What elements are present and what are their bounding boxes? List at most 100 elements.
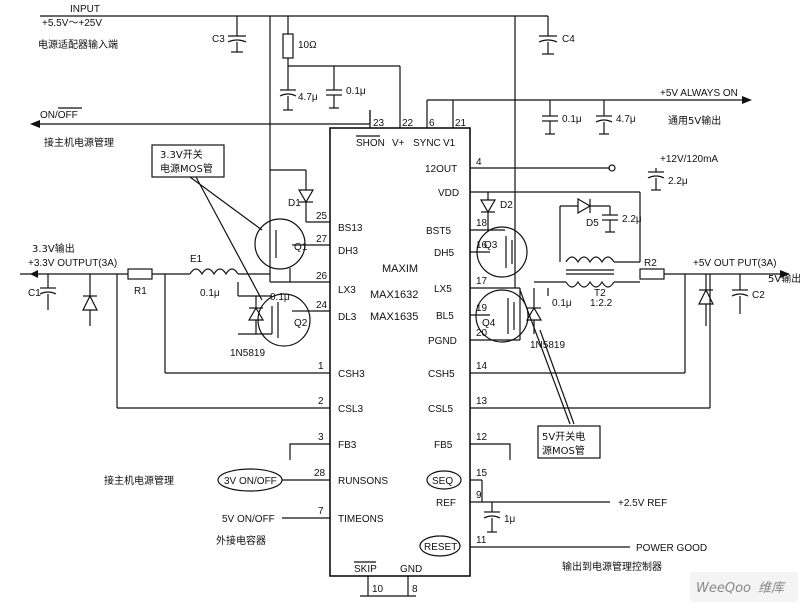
pin-num-20: 20 <box>476 328 488 339</box>
pin-num-6: 6 <box>429 118 435 129</box>
cap-01u-3: 0.1μ <box>270 292 290 303</box>
buck33-section: D1 Q1 Q2 1N5819 0.1μ E1 0. <box>20 169 315 408</box>
c4-label: C4 <box>562 34 575 45</box>
cap-22u-1: 2.2μ <box>668 176 688 187</box>
cap-47u-2: 4.7μ <box>616 114 636 125</box>
pin-name-ref: REF <box>436 498 456 509</box>
pin-num-21: 21 <box>455 118 467 129</box>
input-range: +5.5V～+25V <box>42 18 102 29</box>
mosfet-q3 <box>476 226 528 278</box>
diode-out5 <box>698 288 714 305</box>
pin-num-22: 22 <box>402 118 414 129</box>
out5-label: +5V OUT PUT(3A) <box>693 258 776 269</box>
pin-name-lx3: LX3 <box>338 285 356 296</box>
pin-name-vplus: V+ <box>392 138 405 149</box>
on-off-arrow-icon <box>30 120 40 128</box>
resistor-10ohm <box>282 33 294 59</box>
input-desc: 电源适配器输入端 <box>38 38 118 51</box>
timeons-input-label: 5V ON/OFF <box>222 514 275 525</box>
c1-label: C1 <box>28 288 41 299</box>
c2-label: C2 <box>752 290 765 301</box>
diode-1n5819-left <box>247 306 265 321</box>
c3-label: C3 <box>212 34 225 45</box>
bottom-left-notes: 接主机电源管理 3V ON/OFF 5V ON/OFF 外接电容器 <box>104 468 283 547</box>
pin-name-timeons: TIMEONS <box>338 514 384 525</box>
pin-name-csl5: CSL5 <box>428 404 453 415</box>
watermark-cn: 维库 <box>758 581 786 596</box>
pin-name-shon: SHON <box>356 138 385 149</box>
out12-terminal <box>608 164 616 172</box>
diode-1n5819-left-label: 1N5819 <box>230 348 265 359</box>
mosfet-q4 <box>475 289 529 343</box>
pin-num-2: 2 <box>318 396 324 407</box>
mos5-note-line2: 源MOS管 <box>542 444 585 457</box>
pin-num-26: 26 <box>316 271 328 282</box>
pin-name-v1: V1 <box>443 138 456 149</box>
mos5-note-box <box>537 425 601 459</box>
seq-pin-marker <box>426 470 462 490</box>
q1-label: Q1 <box>294 242 308 253</box>
out33-arrow-icon <box>30 270 38 278</box>
out33-cn-label: 3.3V输出 <box>32 242 75 255</box>
cap-1u: 1μ <box>504 514 516 525</box>
inductor-e1 <box>189 268 239 276</box>
pin-num-11: 11 <box>476 535 487 546</box>
chip-left-pins: 25 BS13 27 DH3 26 LX3 24 DL3 1 CSH3 2 CS… <box>117 211 388 525</box>
on-off-label: ON/OFF <box>40 110 78 121</box>
pin-name-fb3: FB3 <box>338 440 357 451</box>
power-good-label: POWER GOOD <box>636 543 707 554</box>
chip-part1: MAX1632 <box>370 289 418 301</box>
buck5-section: D2 D5 2.2μ Q3 Q4 1N5819 0.1μ <box>475 192 800 408</box>
pin-name-dl3: DL3 <box>338 312 357 323</box>
diode-d1 <box>297 189 315 204</box>
pin-num-7: 7 <box>318 506 324 517</box>
input-title: INPUT <box>70 4 100 15</box>
pin-name-gnd: GND <box>400 564 422 575</box>
pin-name-skip: SKIP <box>354 564 377 575</box>
pin-name-pgnd: PGND <box>428 336 457 347</box>
pin-name-csh5: CSH5 <box>428 369 455 380</box>
always-on-label: +5V ALWAYS ON <box>660 88 738 99</box>
pin-name-reset: RESET <box>424 542 457 553</box>
cap-01u-4: 0.1μ <box>200 288 220 299</box>
ref-label: +2.5V REF <box>618 498 667 509</box>
pin-num-8: 8 <box>412 584 418 595</box>
pin-name-dh5: DH5 <box>434 248 454 259</box>
cap-01u-5: 0.1μ <box>552 298 572 309</box>
q4-label: Q4 <box>482 318 496 329</box>
t2-label: T2 <box>594 288 606 299</box>
pin-num-18: 18 <box>476 218 488 229</box>
pin-name-vdd: VDD <box>438 188 459 199</box>
q3-label: Q3 <box>484 240 498 251</box>
cap-01u-1: 0.1μ <box>346 86 366 97</box>
runsons-input-bubble <box>217 468 283 492</box>
pin-num-28: 28 <box>314 468 326 479</box>
input-section: INPUT +5.5V～+25V 电源适配器输入端 C3 10Ω 4.7μ 0.… <box>38 4 575 252</box>
pin-num-4: 4 <box>476 157 482 168</box>
q2-label: Q2 <box>294 318 308 329</box>
pin-num-19: 19 <box>476 303 488 314</box>
chip-brand: MAXIM <box>382 263 418 275</box>
diode-out33 <box>82 294 98 311</box>
pin-name-seq: SEQ <box>432 476 453 487</box>
pin-name-bs13: BS13 <box>338 223 363 234</box>
r10-label: 10Ω <box>298 40 317 51</box>
resistor-r1 <box>127 268 153 280</box>
pin-num-23: 23 <box>373 118 385 129</box>
pin-num-13: 13 <box>476 396 488 407</box>
pin-num-25: 25 <box>316 211 328 222</box>
resistor-r2 <box>639 268 665 280</box>
mos5-note-line1: 5V开关电 <box>542 430 585 443</box>
runsons-input-label: 3V ON/OFF <box>224 476 277 487</box>
e1-label: E1 <box>190 254 203 265</box>
out33-label: +3.3V OUTPUT(3A) <box>28 258 117 269</box>
t2-ratio-label: 1:2.2 <box>590 298 613 309</box>
watermark: WeeQoo 维库 <box>690 572 798 602</box>
d5-label: D5 <box>586 218 599 229</box>
diode-1n5819-right-label: 1N5819 <box>530 340 565 351</box>
pin-num-9: 9 <box>476 490 482 501</box>
transformer-t2-secondary <box>565 280 615 288</box>
cap-01u-2: 0.1μ <box>562 114 582 125</box>
